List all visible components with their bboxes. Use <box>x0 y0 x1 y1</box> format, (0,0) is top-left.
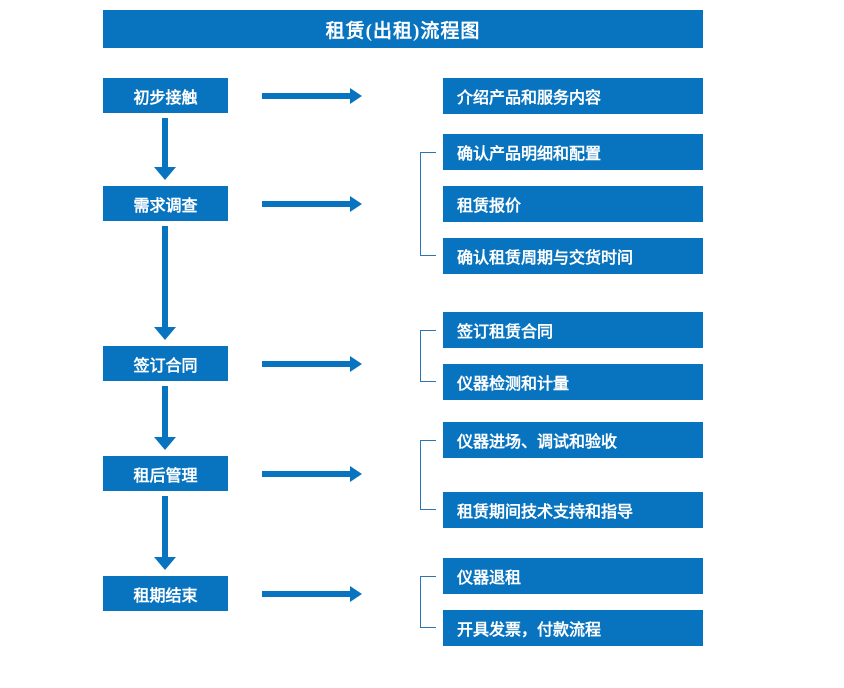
detail-box-5-2[interactable]: 开具发票，付款流程 <box>443 610 703 646</box>
group-bracket-4 <box>420 440 436 510</box>
detail-box-2-1[interactable]: 确认产品明细和配置 <box>443 134 703 170</box>
detail-box-2-2[interactable]: 租赁报价 <box>443 186 703 222</box>
detail-box-3-1[interactable]: 签订租赁合同 <box>443 312 703 348</box>
horizontal-arrow-2 <box>262 196 362 212</box>
detail-box-1-1[interactable]: 介绍产品和服务内容 <box>443 78 703 114</box>
detail-box-5-1[interactable]: 仪器退租 <box>443 558 703 594</box>
vertical-arrow-4 <box>154 496 176 570</box>
stage-box-3[interactable]: 签订合同 <box>103 346 228 381</box>
horizontal-arrow-4 <box>262 466 362 482</box>
group-bracket-3 <box>420 330 436 382</box>
group-bracket-5 <box>420 576 436 628</box>
detail-box-4-1[interactable]: 仪器进场、调试和验收 <box>443 422 703 458</box>
stage-box-1[interactable]: 初步接触 <box>103 78 228 113</box>
stage-box-4[interactable]: 租后管理 <box>103 456 228 491</box>
horizontal-arrow-5 <box>262 586 362 602</box>
detail-box-3-2[interactable]: 仪器检测和计量 <box>443 364 703 400</box>
detail-box-2-3[interactable]: 确认租赁周期与交货时间 <box>443 238 703 274</box>
vertical-arrow-2 <box>154 226 176 340</box>
horizontal-arrow-3 <box>262 356 362 372</box>
horizontal-arrow-1 <box>262 88 362 104</box>
detail-box-4-2[interactable]: 租赁期间技术支持和指导 <box>443 492 703 528</box>
page-title: 租赁(出租)流程图 <box>103 10 703 48</box>
group-bracket-2 <box>420 152 436 256</box>
vertical-arrow-1 <box>154 118 176 180</box>
stage-box-5[interactable]: 租期结束 <box>103 576 228 611</box>
vertical-arrow-3 <box>154 386 176 450</box>
stage-box-2[interactable]: 需求调查 <box>103 186 228 221</box>
